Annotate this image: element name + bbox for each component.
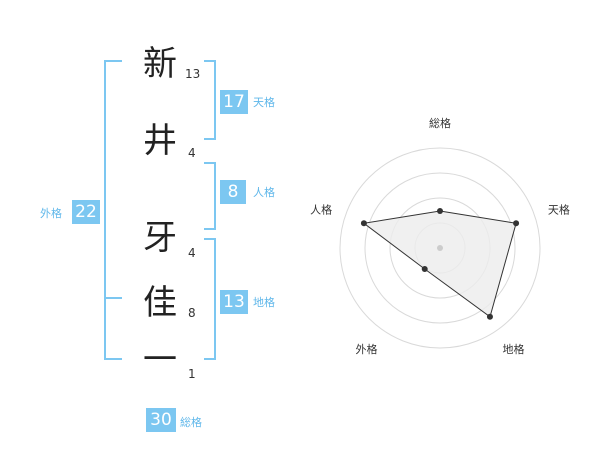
radar-axis-label-3: 地格 (503, 342, 525, 356)
stroke-count-5: 1 (188, 367, 196, 381)
chikaku-label: 地格 (253, 296, 275, 309)
name-char-4: 佳 (143, 283, 177, 323)
radar-point-2 (513, 220, 520, 227)
radar-ring (339, 147, 541, 349)
radar-point-5 (360, 220, 367, 227)
name-char-5: 一 (143, 340, 177, 380)
radar-point-1 (437, 208, 443, 214)
radar-axis-label-1: 総格 (429, 116, 451, 130)
chikaku-value: 13 (220, 290, 248, 314)
name-char-1: 新 (143, 44, 177, 84)
name-char-2: 井 (143, 121, 177, 161)
radar-point-4 (421, 266, 428, 273)
radar-axis-label-2: 天格 (548, 202, 570, 216)
radar-ring (364, 172, 516, 324)
stroke-count-3: 4 (188, 246, 196, 260)
radar-axis-label-5: 人格 (310, 202, 332, 216)
chikaku-bracket (204, 238, 216, 360)
stroke-count-1: 13 (185, 67, 201, 81)
gaikaku-bracket-split (104, 297, 122, 299)
tenkaku-value: 17 (220, 90, 248, 114)
radar-center (437, 245, 443, 251)
stroke-count-2: 4 (188, 146, 196, 160)
soukaku-label: 総格 (180, 416, 202, 429)
soukaku-value: 30 (146, 408, 176, 432)
gaikaku-value: 22 (72, 200, 100, 224)
gaikaku-bracket (104, 60, 122, 360)
radar-points (360, 208, 520, 320)
radar-axis-label-4: 外格 (356, 342, 378, 356)
gaikaku-label: 外格 (40, 207, 62, 220)
name-char-3: 牙 (143, 218, 177, 258)
radar-area (362, 210, 517, 318)
jinkaku-value: 8 (220, 180, 246, 204)
tenkaku-label: 天格 (253, 96, 275, 109)
jinkaku-label: 人格 (253, 186, 275, 199)
tenkaku-bracket (204, 60, 216, 140)
radar-point-3 (486, 313, 493, 320)
jinkaku-bracket (204, 162, 216, 230)
stroke-count-4: 8 (188, 306, 196, 320)
